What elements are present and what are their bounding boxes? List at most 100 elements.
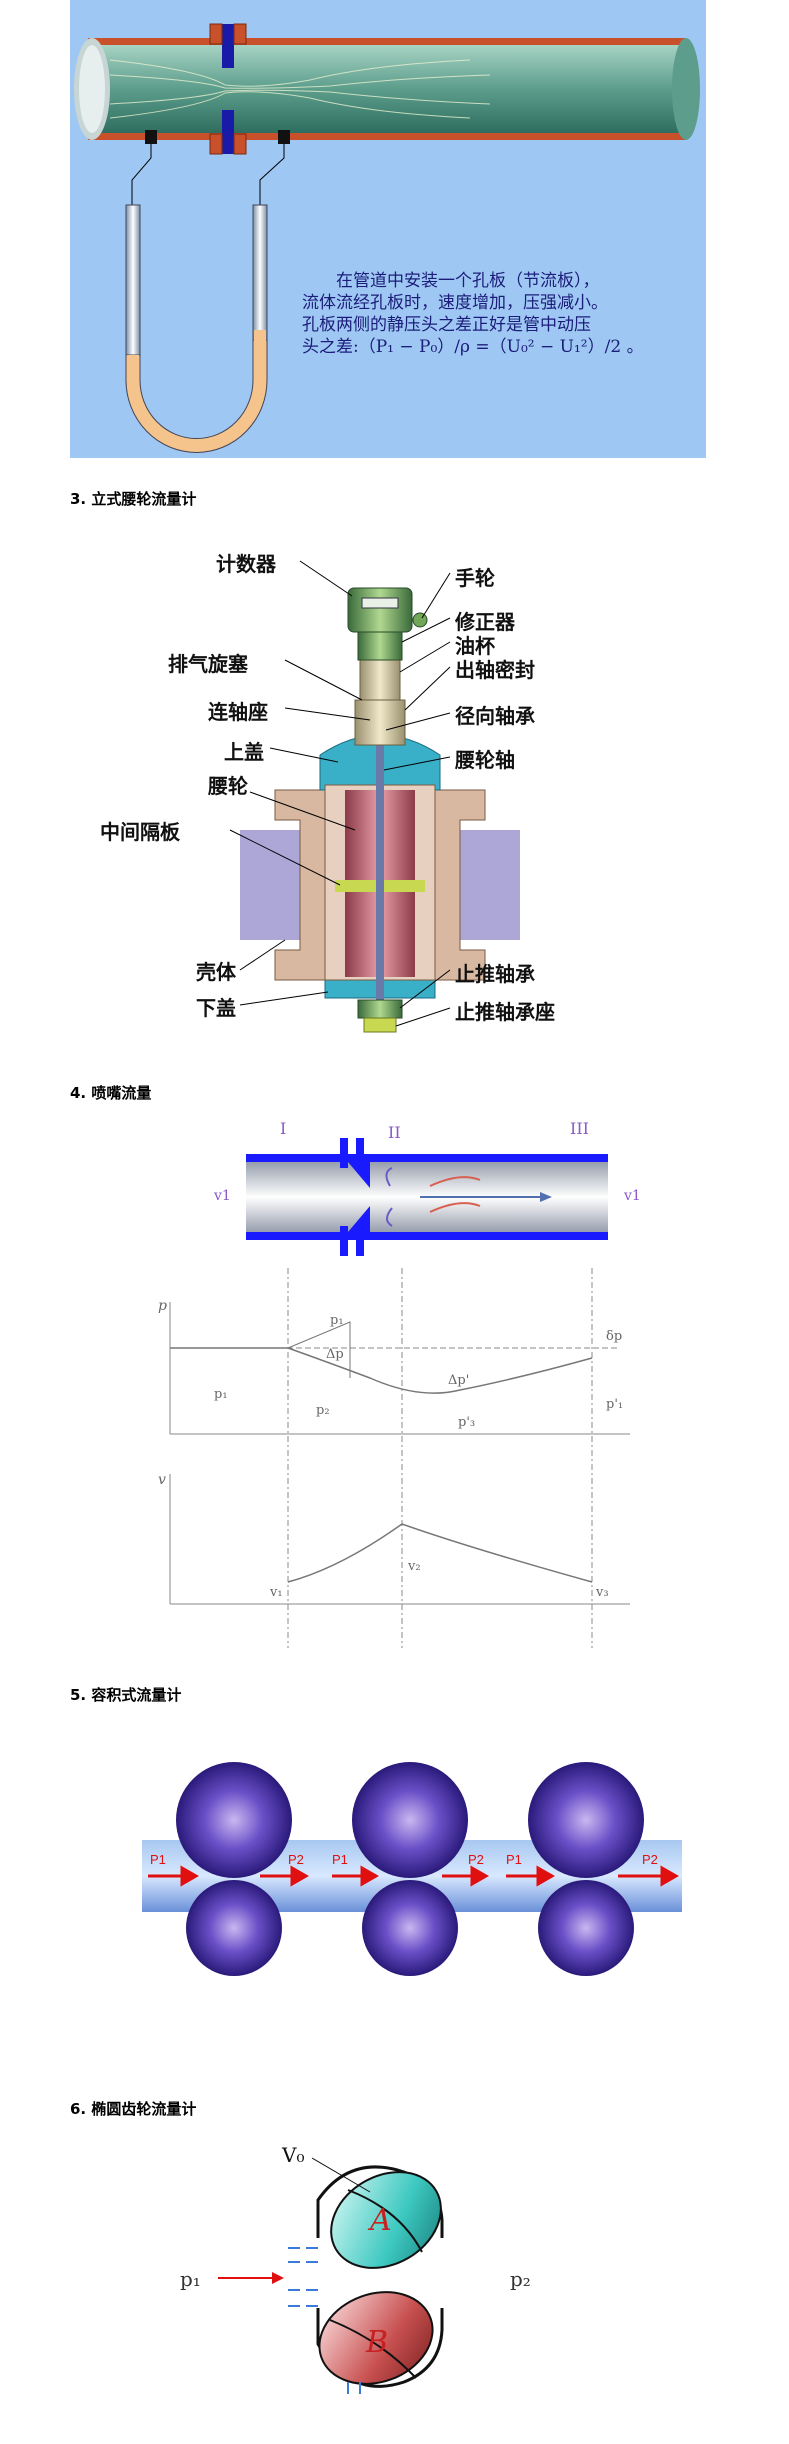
tap-wire-left (131, 144, 152, 205)
pressure-nozzle-drop (287, 1321, 351, 1378)
flow-curve-bottom (429, 1202, 481, 1213)
p2-label-text: p₂ (316, 1403, 330, 1418)
pressure-curve (170, 1347, 593, 1394)
nozzle-pipe-top-wall (246, 1154, 608, 1162)
pd-label-6: P2 (642, 1852, 658, 1867)
v2-label-text: v₂ (407, 1559, 421, 1574)
p2-outlet-label: p₂ (510, 2267, 531, 2291)
label-thrust-seat: 止推轴承座 (455, 1002, 555, 1024)
v0-label-text: V₀ (281, 2143, 304, 2167)
flow-curve-top (429, 1176, 481, 1187)
p1-prime-label-text: p'₁ (606, 1397, 623, 1412)
orifice-description: 在管道中安装一个孔板（节流板）， 流体流经孔板时，速度增加，压强减小。 孔板两侧… (302, 270, 702, 358)
tap-wire-right (259, 144, 285, 205)
u-tube-liquid-right (254, 330, 266, 380)
leader-lines (229, 560, 451, 1027)
flange-top-right (233, 23, 247, 45)
pd-label-2-text: P2 (288, 1852, 304, 1867)
label-shell: 壳体 (196, 962, 236, 984)
nozzle-flange-top-1 (340, 1138, 348, 1168)
orifice-line-2: 流体流经孔板时，速度增加，压强减小。 (302, 293, 608, 313)
delta-p-label-text: δp (606, 1329, 622, 1344)
nozzle-flange-bottom-1 (340, 1226, 348, 1256)
oval-rotor-a (330, 2171, 442, 2269)
v0-label: V₀ (281, 2143, 304, 2167)
pd-meter-diagram: P1 P2 P1 P2 P1 P2 (142, 1760, 682, 2000)
v1-label-text: v₁ (269, 1585, 283, 1600)
oval-rotor-b (318, 2291, 434, 2385)
oval-gear-diagram: V₀ p₁ p₂ A B (170, 2120, 570, 2440)
nozzle-diagram: I II III v1 v1 p p₁ Δp p₁ p₂ Δp' p'₃ δp … (130, 1108, 660, 1648)
dp-label: Δp (326, 1347, 344, 1362)
pd-unit-2 (352, 1762, 468, 1976)
pipe-end-left-inner (79, 45, 105, 133)
roman-3-text: III (570, 1119, 589, 1138)
waist-labels: 计数器 手轮 修正器 油杯 排气旋塞 出轴密封 连轴座 径向轴承 上盖 腰轮轴 … (100, 530, 660, 1050)
label-middle-plate: 中间隔板 (100, 822, 180, 844)
label-counter: 计数器 (216, 554, 276, 576)
nozzle-throat-bottom (348, 1206, 370, 1232)
dp-prime-label: Δp' (448, 1373, 469, 1388)
oval-rotor-b-divider (329, 2319, 417, 2379)
v0-leader (311, 2157, 371, 2193)
nozzle-flange-top-2 (356, 1138, 364, 1168)
p3-prime-label: p'₃ (458, 1415, 475, 1430)
label-rotor: 腰轮 (208, 776, 248, 798)
u-tube-bend (125, 339, 268, 453)
roman-3: III (570, 1119, 589, 1138)
p1-inlet-label: p₁ (180, 2267, 201, 2291)
nozzle-throat-top (348, 1162, 370, 1188)
rotor-b-label: B (365, 2325, 388, 2360)
flow-arrow-main-head (540, 1192, 552, 1202)
roman-2: II (388, 1123, 401, 1142)
label-thrust-bearing: 止推轴承 (455, 964, 535, 986)
v-axis-label: v (158, 1472, 166, 1488)
pd-unit-1 (176, 1762, 292, 1976)
orifice-line-4: 头之差:（P₁ − P₀）/ρ =（U₀² − U₁²）/2 。 (302, 337, 644, 357)
oil-cup (359, 659, 401, 701)
label-rotor-shaft: 腰轮轴 (455, 750, 515, 772)
oval-gear-svg: V₀ p₁ p₂ A B (180, 2143, 531, 2394)
eddy-top (385, 1167, 393, 1187)
inlet-arrow-head (272, 2272, 284, 2284)
counter-display (361, 597, 399, 609)
orifice-plate-top (222, 24, 234, 68)
section-title-waist-meter: 3. 立式腰轮流量计 (70, 490, 197, 508)
p1-label: p₁ (330, 1313, 344, 1328)
orifice-plate-bottom (222, 110, 234, 154)
flow-streamlines (109, 59, 491, 119)
section-title-oval-gear: 6. 椭圆齿轮流量计 (70, 2100, 197, 2118)
roman-2-text: II (388, 1123, 401, 1142)
rotor-a-label-text: A (367, 2203, 392, 2238)
flange-top-left (209, 23, 223, 45)
pd-label-3: P1 (332, 1852, 348, 1867)
velocity-left: v1 (213, 1188, 231, 1204)
label-lower-cover: 下盖 (196, 998, 236, 1020)
pd-label-5: P1 (506, 1852, 522, 1867)
p2-outlet-label-text: p₂ (510, 2267, 531, 2291)
v1-label: v₁ (269, 1585, 283, 1600)
nozzle-svg: I II III v1 v1 p p₁ Δp p₁ p₂ Δp' p'₃ δp … (158, 1119, 641, 1648)
label-shaft-seal: 出轴密封 (455, 660, 535, 682)
pd-unit-3 (528, 1762, 644, 1976)
rotor-a-label: A (367, 2203, 392, 2238)
velocity-curve (287, 1523, 593, 1583)
velocity-right: v1 (623, 1188, 641, 1204)
section-title-pd-meter: 5. 容积式流量计 (70, 1686, 182, 1704)
p1-prime-label: p'₁ (606, 1397, 623, 1412)
pd-label-2: P2 (288, 1852, 304, 1867)
velocity-left-text: v1 (213, 1188, 231, 1204)
label-vent-plug: 排气旋塞 (168, 654, 248, 676)
v-axis-label-text: v (158, 1472, 166, 1488)
label-coupling-seat: 连轴座 (208, 702, 268, 724)
pressure-tap-right (278, 130, 290, 144)
p3-prime-label-text: p'₃ (458, 1415, 475, 1430)
flange-bottom-left (209, 133, 223, 155)
pd-labels: P1 P2 P1 P2 P1 P2 (150, 1852, 658, 1867)
pd-label-5-text: P1 (506, 1852, 522, 1867)
nozzle-pipe-bottom-wall (246, 1232, 608, 1240)
dp-prime-label-text: Δp' (448, 1373, 469, 1388)
orifice-diagram: 在管道中安装一个孔板（节流板）， 流体流经孔板时，速度增加，压强减小。 孔板两侧… (70, 0, 706, 458)
v3-label-text: v₃ (595, 1585, 609, 1600)
section-title-nozzle: 4. 喷嘴流量 (70, 1084, 152, 1102)
